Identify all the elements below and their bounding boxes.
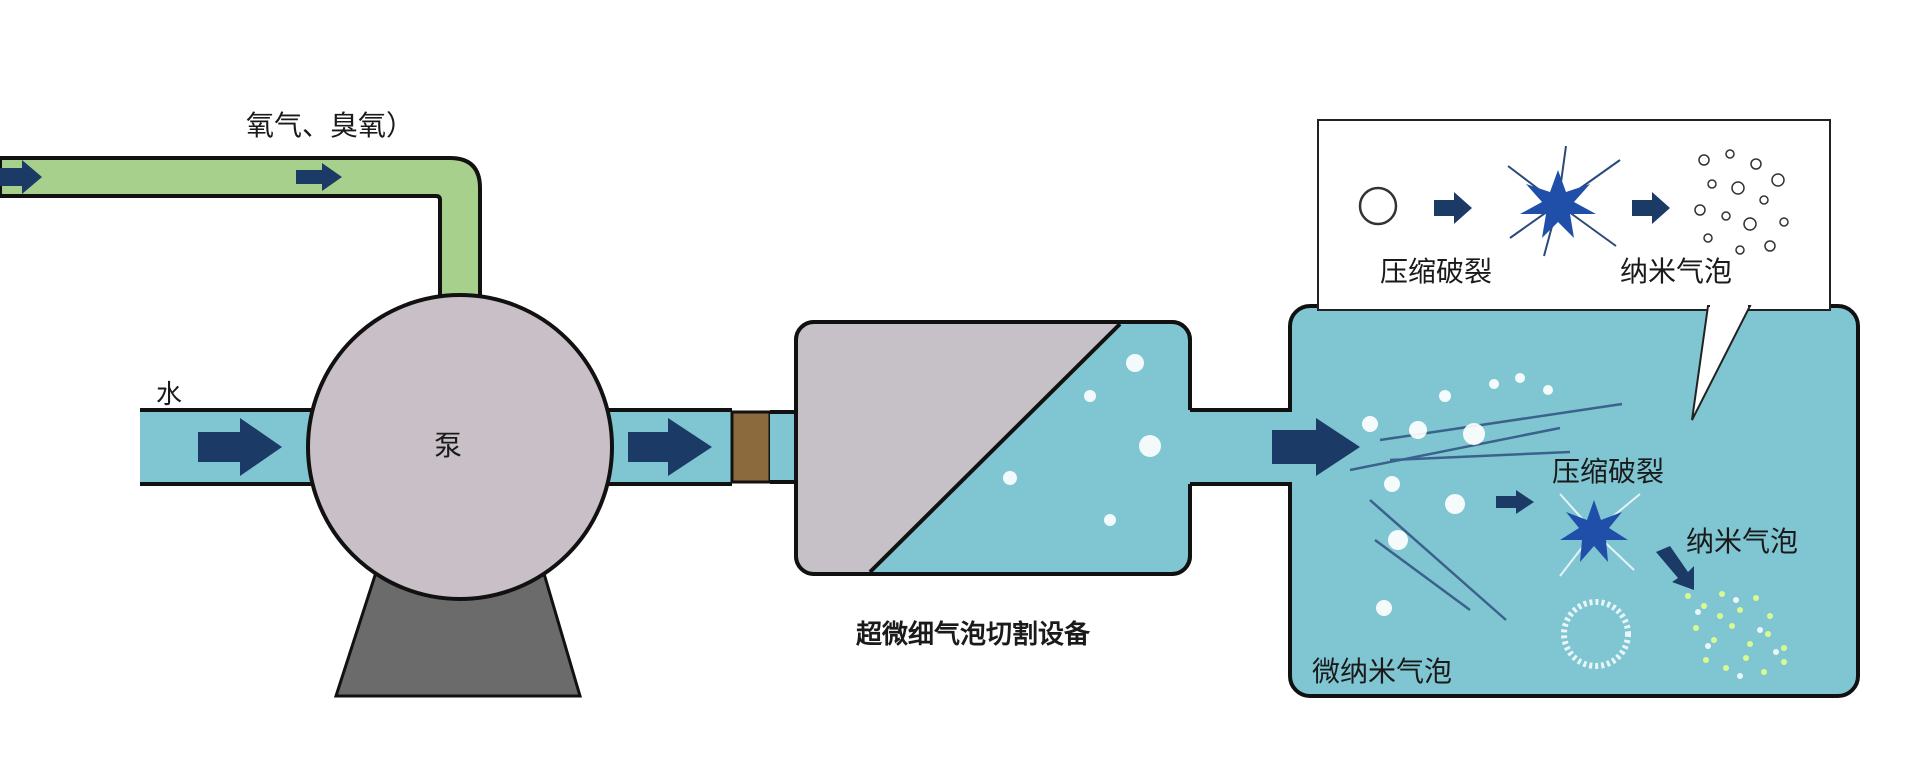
micro-bubbles (1003, 354, 1161, 526)
micro-bubbles (1362, 373, 1553, 616)
burst-icon (1559, 493, 1641, 577)
gas-pipe (0, 156, 482, 302)
callout-box (1317, 119, 1831, 421)
gas-flow-arrow-icon (0, 160, 42, 194)
gas-flow-arrow-icon (296, 163, 342, 191)
water-inlet-label: 水 (156, 380, 183, 410)
pipe-connector (730, 410, 772, 484)
arrow-icon (1434, 192, 1472, 224)
bubble-tank (1272, 304, 1860, 698)
nano-bubbles-icon (1694, 149, 1789, 255)
cutting-device-label: 超微细气泡切割设备 (856, 620, 1091, 650)
burst-icon (1507, 145, 1621, 257)
compress-burst-top-label: 压缩破裂 (1380, 255, 1493, 288)
cutting-device (794, 320, 1192, 576)
pump (306, 293, 614, 698)
pump-outlet-pipe (600, 408, 796, 486)
compress-burst-tank-label: 压缩破裂 (1552, 455, 1665, 488)
nano-bubble-top-label: 纳米气泡 (1620, 255, 1733, 288)
arrow-icon (1632, 192, 1670, 224)
water-flow-arrow-icon (628, 418, 712, 476)
nano-bubble-tank-label: 纳米气泡 (1686, 525, 1799, 558)
water-inlet-pipe (140, 408, 320, 486)
water-flow-arrow-icon (1272, 418, 1360, 476)
single-bubble-icon (1358, 186, 1398, 226)
gas-inlet-label: 氧气、臭氧） (246, 109, 415, 142)
arrow-icon (1656, 546, 1694, 590)
water-flow-arrow-icon (198, 418, 282, 476)
pump-label: 泵 (434, 429, 463, 462)
nano-bubble-ring (1561, 599, 1631, 669)
arrow-icon (1496, 490, 1534, 514)
nano-bubble-cluster (1685, 591, 1787, 675)
pump-body (306, 293, 614, 601)
micro-nano-bubble-label: 微纳米气泡 (1312, 655, 1453, 688)
